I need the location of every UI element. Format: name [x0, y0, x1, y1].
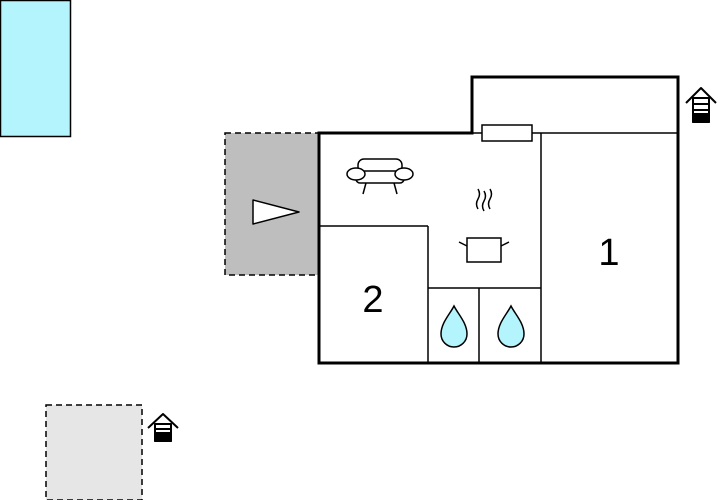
terrace [224, 132, 320, 276]
play-icon [252, 199, 300, 225]
interior-walls [319, 132, 678, 363]
cooking-pot-icon [458, 188, 510, 263]
pool [0, 0, 72, 138]
sofa-icon [346, 158, 414, 195]
room-label-1: 1 [598, 232, 619, 274]
water-drop-icon [440, 304, 468, 348]
outdoor-area [45, 404, 143, 500]
water-drop-icon [497, 304, 525, 348]
room-label-2: 2 [362, 279, 383, 321]
house-icon [147, 413, 179, 442]
window [481, 124, 533, 142]
house-icon [685, 87, 717, 123]
